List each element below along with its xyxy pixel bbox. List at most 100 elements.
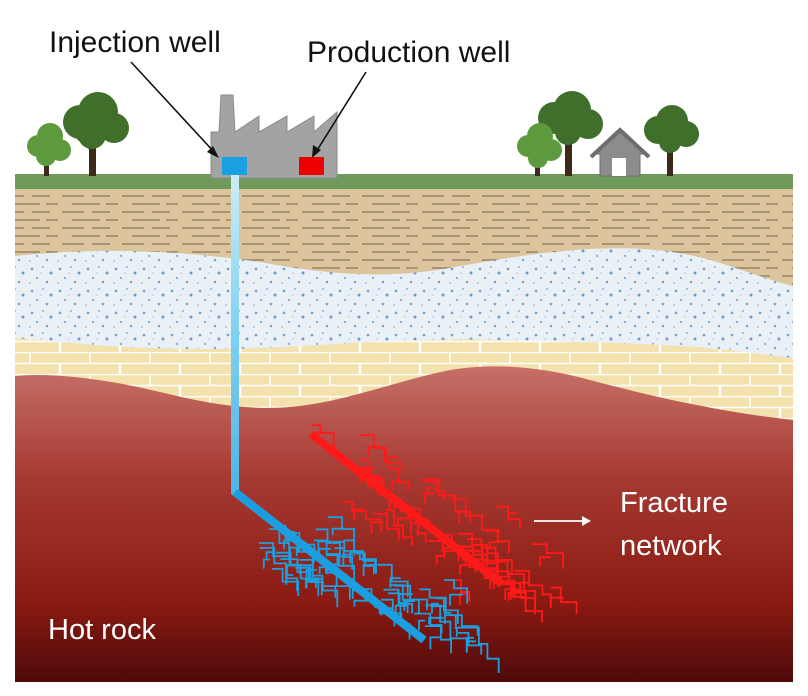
- fracture-branch: [507, 512, 518, 522]
- injection-wellhead: [222, 157, 247, 175]
- fracture-branch: [429, 636, 440, 650]
- fracture-crack: [431, 605, 457, 629]
- fracture-branch: [295, 546, 310, 557]
- fracture-crack: [457, 532, 499, 567]
- fracture-crack: [444, 579, 469, 604]
- injection-well-label: Injection well: [49, 26, 221, 59]
- fracture-branch: [458, 510, 471, 523]
- fracture-crack: [407, 516, 427, 543]
- fracture-crack: [514, 569, 552, 608]
- fracture-crack: [268, 528, 290, 560]
- fracture-branch: [359, 474, 370, 483]
- fracture-branch: [318, 566, 328, 574]
- fracture-branch: [424, 492, 435, 505]
- fracture-branch: [488, 541, 501, 550]
- fracture-crack: [531, 543, 564, 569]
- fracture-branch: [514, 589, 527, 598]
- tree-icon: [517, 123, 562, 176]
- fracture-branch: [370, 521, 384, 534]
- fracture-crack: [385, 509, 414, 546]
- fracture-branch: [397, 517, 410, 526]
- fracture-branch: [504, 588, 519, 600]
- fracture-branch: [459, 564, 474, 575]
- fracture-branch: [336, 555, 347, 567]
- fracture-crack: [298, 559, 337, 598]
- production-wellhead: [299, 157, 324, 175]
- fracture-branch: [305, 577, 320, 589]
- fracture-branch: [403, 600, 415, 611]
- arrow-icon: [534, 516, 591, 526]
- fracture-branch: [388, 456, 399, 469]
- production-well-label: Production well: [307, 36, 511, 69]
- fracture-branch: [428, 617, 443, 624]
- fracture-crack: [377, 446, 403, 472]
- fracture-branch: [367, 475, 382, 488]
- ground-surface: [15, 174, 793, 189]
- fracture-branch: [539, 556, 551, 566]
- fracture-branch: [431, 602, 439, 614]
- fracture-branch: [353, 599, 368, 607]
- fracture-crack: [394, 584, 428, 611]
- fracture-crack: [373, 512, 400, 541]
- fracture-branch: [426, 487, 434, 494]
- hot-rock-label: Hot rock: [48, 614, 156, 646]
- fracture-crack: [388, 592, 409, 613]
- tree-icon: [644, 105, 699, 176]
- fracture-crack: [495, 560, 537, 600]
- fracture-branch: [315, 431, 325, 443]
- house-icon: [589, 127, 651, 177]
- fracture-crack: [309, 558, 351, 600]
- fracture-crack: [272, 524, 315, 563]
- porous-layer: [15, 248, 793, 358]
- fracture-crack: [405, 507, 431, 532]
- fracture-branch: [317, 540, 332, 554]
- arrow-icon: [130, 61, 219, 158]
- fracture-crack: [467, 538, 513, 576]
- fracture-branch: [265, 551, 275, 559]
- fracture-branch: [349, 551, 363, 563]
- hot-rock-layer: [15, 366, 793, 682]
- fracture-crack: [550, 586, 578, 614]
- fracture-crack: [458, 632, 483, 655]
- fracture-crack: [424, 625, 452, 654]
- fracture-branch: [367, 445, 380, 457]
- fracture-branch: [400, 504, 409, 512]
- fracture-branch: [399, 604, 407, 618]
- fracture-crack: [358, 467, 385, 489]
- fracture-crack: [462, 626, 500, 673]
- fracture-crack: [471, 543, 499, 575]
- fracture-crack: [357, 588, 396, 627]
- fracture-crack: [428, 540, 460, 562]
- fracture-branch: [464, 558, 478, 566]
- fracture-branch: [435, 554, 444, 565]
- fracture-branch: [466, 640, 477, 651]
- fracture-network-label-line1: Fracture: [620, 487, 728, 519]
- tree-icon: [63, 92, 129, 176]
- fracture-crack: [377, 563, 409, 597]
- fracture-branch: [449, 593, 463, 606]
- fracture-crack: [423, 480, 446, 500]
- fracture-branch: [464, 549, 479, 561]
- fracture-crack: [342, 501, 383, 533]
- fracture-branch: [262, 558, 270, 569]
- fracture-branch: [475, 558, 489, 571]
- fracture-crack: [383, 588, 413, 614]
- fracture-branch: [391, 480, 403, 491]
- fracture-branch: [351, 588, 360, 599]
- fracture-crack: [447, 579, 471, 602]
- tree-icon: [538, 91, 603, 176]
- tree-icon: [27, 123, 71, 176]
- fracture-branch: [418, 619, 426, 631]
- fracture-crack: [419, 588, 447, 613]
- fracture-branch: [287, 531, 295, 542]
- fracture-crack: [450, 498, 500, 538]
- fracture-branch: [331, 527, 344, 536]
- fracture-crack: [385, 496, 412, 523]
- fracture-crack: [327, 553, 355, 582]
- fracture-branch: [353, 508, 364, 520]
- fracture-branch: [326, 563, 338, 575]
- fracture-crack: [355, 552, 375, 575]
- fracture-crack: [272, 568, 300, 596]
- fracture-crack: [259, 542, 301, 575]
